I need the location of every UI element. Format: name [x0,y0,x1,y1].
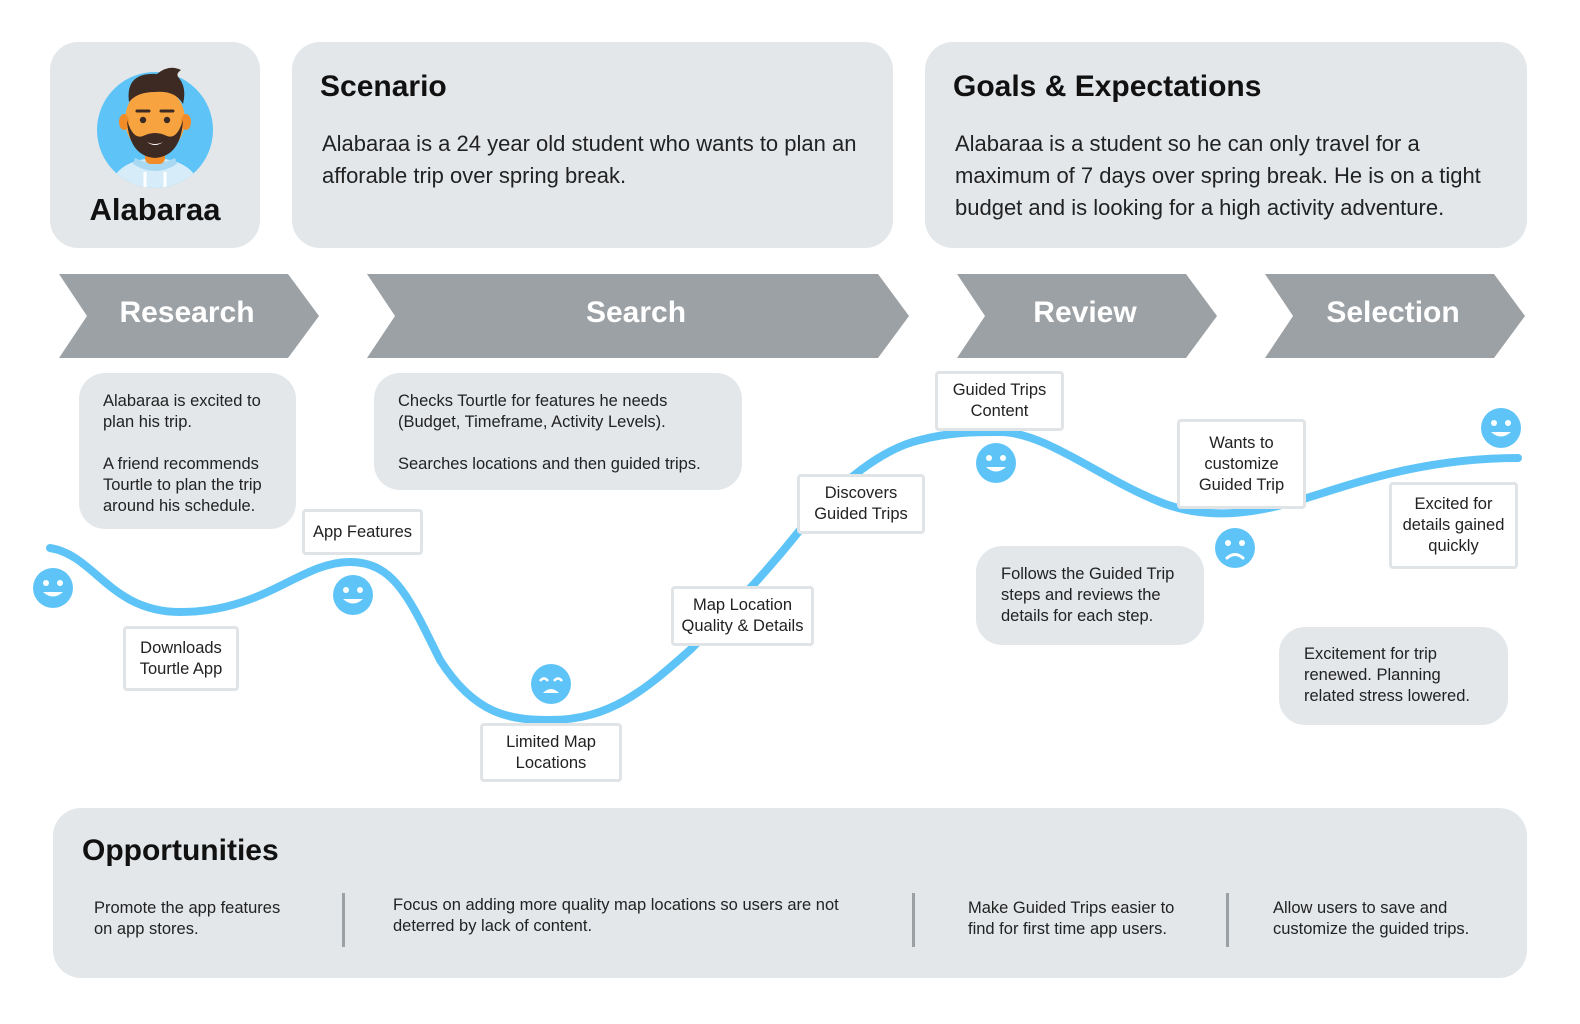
phase-chevron-selection [1265,274,1525,358]
note-review: Follows the Guided Trip steps and review… [976,546,1204,645]
scenario-card: Scenario Alabaraa is a 24 year old stude… [292,42,893,248]
touchpoint-guided-content: Guided Trips Content [935,371,1064,431]
note-selection: Excitement for trip renewed. Planning re… [1279,627,1508,725]
distressed-face-icon [531,664,571,704]
opportunities-title: Opportunities [82,834,279,867]
touchpoint-downloads: Downloads Tourtle App [123,626,239,691]
touchpoint-customize: Wants to customize Guided Trip [1177,419,1306,509]
opportunity-item: Allow users to save and customize the gu… [1273,899,1470,938]
opportunity-item: Promote the app features on app stores. [94,899,281,938]
touchpoint-excited: Excited for details gained quickly [1389,482,1518,569]
opportunity-divider [342,893,345,947]
phase-label-search: Search [585,296,687,329]
happy-face-icon [976,443,1016,483]
phase-chevron-search [367,274,909,358]
note-research: Alabaraa is excited to plan his trip. A … [79,373,296,529]
opportunity-divider [912,893,915,947]
scenario-body: Alabaraa is a 24 year old student who wa… [322,131,857,188]
touchpoint-limited-map: Limited Map Locations [480,723,622,782]
note-search: Checks Tourtle for features he needs (Bu… [374,373,742,490]
touchpoint-map-quality: Map Location Quality & Details [671,586,814,646]
persona-card: Alabaraa [50,42,260,248]
scenario-title: Scenario [320,70,447,103]
goals-title: Goals & Expectations [953,70,1262,103]
touchpoint-discovers: Discovers Guided Trips [797,474,925,534]
happy-face-icon [33,568,73,608]
touchpoint-app-features: App Features [302,509,423,555]
phase-label-research: Research [119,296,255,329]
opportunity-divider [1226,893,1229,947]
opportunity-item: Make Guided Trips easier to find for fir… [968,899,1175,938]
goals-body: Alabaraa is a student so he can only tra… [955,131,1481,220]
opportunities-card: Opportunities Promote the app features o… [53,808,1527,978]
happy-face-icon [1481,408,1521,448]
phase-chevron-research [59,274,319,358]
phase-chevron-review [957,274,1217,358]
phase-label-review: Review [1033,296,1137,329]
bearded-man-avatar-icon [97,67,213,188]
phase-label-selection: Selection [1326,296,1460,329]
goals-card: Goals & Expectations Alabaraa is a stude… [925,42,1527,248]
opportunity-item: Focus on adding more quality map locatio… [393,896,839,935]
persona-name: Alabaraa [89,192,221,227]
sad-face-icon [1215,528,1255,568]
happy-face-icon [333,575,373,615]
